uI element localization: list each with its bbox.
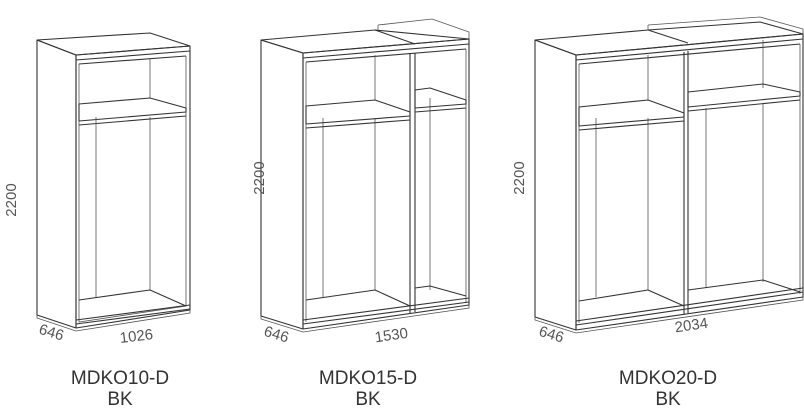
product-label-2: MDKO15-D BK <box>288 368 448 410</box>
dim-height-2: 2200 <box>251 161 268 194</box>
wardrobe-3-shelf-left <box>578 99 685 127</box>
dim-width-3: 2034 <box>674 315 709 336</box>
wardrobe-1-front <box>75 45 191 329</box>
wardrobe-1-side <box>36 39 77 329</box>
dim-width-1: 1026 <box>119 326 154 347</box>
dim-height-1: 2200 <box>3 183 20 216</box>
wardrobe-1-shelf <box>78 97 187 122</box>
product-label-1: MDKO10-D BK <box>40 368 200 410</box>
wardrobe-3-front <box>575 33 804 331</box>
dim-depth-3: 646 <box>537 323 566 347</box>
dim-depth-1: 646 <box>37 321 66 345</box>
finish-code: BK <box>107 389 133 410</box>
model-code: MDKO15-D <box>318 368 418 389</box>
wardrobe-3-side <box>534 39 577 331</box>
finish-code: BK <box>355 389 381 410</box>
wardrobe-2-shelf-left <box>305 99 411 125</box>
wardrobe-drawing-1 <box>36 32 191 332</box>
wardrobe-2-shelf-right <box>414 87 467 109</box>
wardrobe-drawing-2 <box>260 18 470 333</box>
model-code: MDKO20-D <box>618 368 718 389</box>
wardrobe-drawing-3 <box>534 16 804 334</box>
dim-width-2: 1530 <box>374 325 409 346</box>
finish-code: BK <box>655 389 681 410</box>
wardrobe-3-shelf-right <box>687 83 801 108</box>
product-label-3: MDKO20-D BK <box>588 368 748 410</box>
wardrobe-2-front <box>302 38 470 330</box>
dim-depth-2: 646 <box>262 323 291 347</box>
dim-height-3: 2200 <box>511 161 528 194</box>
model-code: MDKO10-D <box>70 368 170 389</box>
